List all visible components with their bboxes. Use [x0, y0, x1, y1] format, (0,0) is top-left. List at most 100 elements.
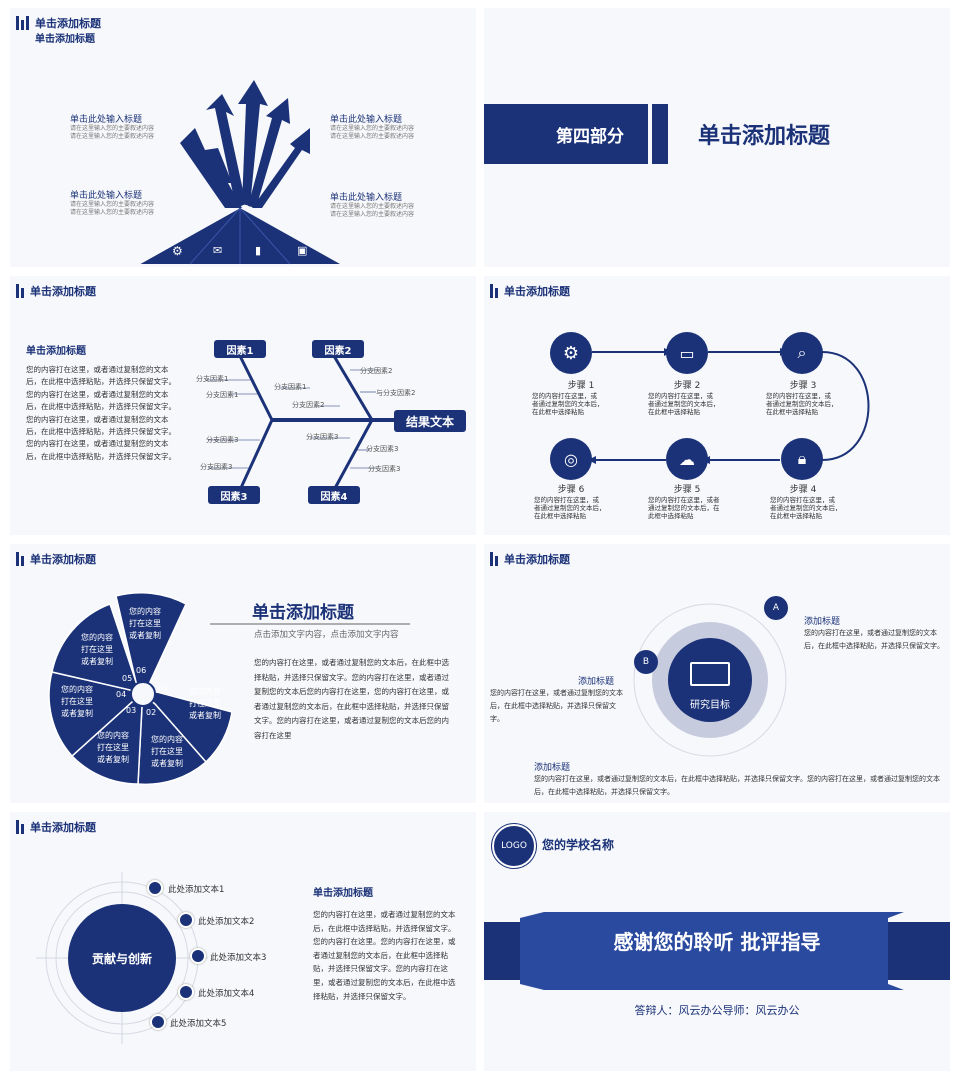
step-label: 步骤 3: [789, 381, 817, 391]
header-title: 单击添加标题: [30, 285, 96, 298]
slide-title: 单击添加标题: [252, 603, 354, 623]
sub-factor: 分支因素2: [360, 367, 393, 375]
segment-num: 03: [126, 706, 137, 715]
slide-4[interactable]: 单击添加标题 ⚙ ▭ ⌕ 🔒︎ ☁ ◎ 步骤 1 您的内容打在这里，或 者通过复…: [484, 276, 950, 535]
section-bar: [484, 104, 648, 164]
sub-factor: 分支因素1: [274, 383, 307, 391]
block-title: 添加标题: [804, 617, 841, 627]
header-bars-icon: [16, 16, 29, 30]
item-dot-icon: [150, 1014, 166, 1030]
step-desc: 您的内容打在这里，或 者通过复制您的文本后， 在此框中选择粘贴: [648, 392, 720, 416]
slide-header: 单击添加标题: [16, 820, 96, 834]
block-title: 添加标题: [534, 763, 571, 773]
slide-header: 单击添加标题: [16, 16, 101, 30]
sub-factor: 分支因素3: [366, 445, 399, 453]
sub-factor: 分支因素3: [206, 436, 239, 444]
header-title: 单击添加标题: [30, 553, 96, 566]
text-item-4: 单击此处输入标题 请在这里输入您的主要叙述内容 请在这里输入您的主要叙述内容: [330, 190, 450, 219]
segment-num: 05: [122, 674, 133, 683]
factor-3: 因素3: [208, 486, 260, 504]
coins-icon: ◎: [550, 438, 592, 480]
slide-7[interactable]: 单击添加标题 贡献与创新 此处添加文本1 此处添加文本2 此处添加文本3 此处添…: [10, 812, 476, 1071]
header-title: 单击添加标题: [504, 553, 570, 566]
list-item: 此处添加文本1: [168, 885, 225, 895]
text-block-a: 添加标题 您的内容打在这里，或者通过复制您的文本后，在此框中选择粘贴，并选择只保…: [804, 614, 944, 653]
slide-header: 单击添加标题: [490, 552, 570, 566]
factor-1: 因素1: [214, 340, 266, 358]
item-desc: 请在这里输入您的主要叙述内容 请在这里输入您的主要叙述内容: [330, 203, 415, 218]
segment-text: 您的内容 打在这里 或者复制: [151, 735, 183, 768]
list-item: 此处添加文本2: [198, 917, 255, 927]
segment-text: 您的内容 打在这里 或者复制: [189, 687, 221, 720]
slide-5[interactable]: 单击添加标题 01 02 03 04 05 06 您的内容 打在这里 或者复制 …: [10, 544, 476, 803]
step-desc: 您的内容打在这里，或 者通过复制您的文本后， 在此框中选择粘贴: [770, 496, 842, 520]
chat-icon: ✉: [213, 244, 223, 257]
right-title: 单击添加标题: [313, 888, 373, 899]
laptop-icon: [690, 662, 730, 686]
header-title: 单击添加标题: [35, 17, 101, 30]
left-body: 您的内容打在这里，或者通过复制您的文本后，在此框中选择粘贴，并选择只保留文字。您…: [26, 365, 176, 461]
school-name: 您的学校名称: [542, 838, 615, 852]
step-label: 步骤 1: [567, 381, 595, 391]
bar-chart-icon: ▮: [255, 244, 262, 257]
slide-header: 单击添加标题: [16, 284, 96, 298]
segment-num: 06: [136, 666, 147, 675]
sub-factor: 分支因素1: [206, 391, 239, 399]
lock-icon: 🔒︎: [781, 438, 823, 480]
slide-header: 单击添加标题: [490, 284, 570, 298]
header-title: 单击添加标题: [504, 285, 570, 298]
segment-ring-chart: [48, 591, 410, 786]
block-text: 您的内容打在这里，或者通过复制您的文本后，在此框中选择粘贴，并选择只保留文字。: [804, 629, 944, 650]
section-accent: [652, 104, 668, 164]
cloud-download-icon: ☁: [666, 438, 708, 480]
item-title: 单击此处输入标题: [330, 115, 403, 125]
slide-8[interactable]: LOGO 您的学校名称 感谢您的聆听 批评指导 答辩人：风云办公导师：风云办公: [484, 812, 950, 1071]
fishbone-diagram: [206, 355, 394, 491]
magnifier-icon: ⌕: [781, 332, 823, 374]
segment-text: 您的内容 打在这里 或者复制: [81, 633, 113, 666]
slide-subtitle: 点击添加文字内容，点击添加文字内容: [254, 630, 399, 640]
target-rings: [633, 603, 787, 757]
slide-1[interactable]: 单击添加标题 单击添加标题 ⚙ ✉ ▮ ▣ 单击此处输入标题 请在这里输入您的主…: [10, 8, 476, 267]
segment-text: 您的内容 打在这里 或者复制: [97, 731, 129, 764]
list-item: 此处添加文本5: [170, 1019, 227, 1029]
step-desc: 您的内容打在这里，或 者通过复制您的文本后， 在此框中选择粘贴: [534, 496, 606, 520]
section-label: 第四部分: [556, 127, 624, 147]
slide-body: 您的内容打在这里，或者通过复制您的文本后，在此框中选择粘贴，并选择只保留文字。您…: [254, 658, 449, 740]
segment-num: 04: [116, 690, 127, 699]
item-dot-icon: [178, 912, 194, 928]
badge-b: B: [634, 650, 658, 674]
item-title: 单击此处输入标题: [70, 115, 143, 125]
slide-2[interactable]: 第四部分 单击添加标题: [484, 8, 950, 267]
text-block-c: 添加标题 您的内容打在这里，或者通过复制您的文本后，在此框中选择粘贴，并选择只保…: [534, 760, 946, 799]
block-text: 您的内容打在这里，或者通过复制您的文本后，在此框中选择粘贴，并选择只保留文字。: [490, 689, 623, 723]
item-desc: 请在这里输入您的主要叙述内容 请在这里输入您的主要叙述内容: [70, 201, 155, 216]
sub-factor: 分支因素1: [196, 375, 229, 383]
sub-factor: 分支因素3: [306, 433, 339, 441]
briefcase-icon: ▣: [297, 244, 308, 257]
item-title: 单击此处输入标题: [70, 191, 143, 201]
sub-factor: 与分支因素2: [376, 389, 416, 397]
sub-factor: 分支因素2: [292, 401, 325, 409]
step-label: 步骤 6: [557, 485, 585, 495]
header-bars-icon: [490, 552, 498, 566]
block-title: 添加标题: [577, 677, 614, 687]
segment-num: 02: [146, 708, 157, 717]
item-desc: 请在这里输入您的主要叙述内容 请在这里输入您的主要叙述内容: [70, 125, 155, 140]
item-title: 单击此处输入标题: [330, 193, 403, 203]
text-item-2: 单击此处输入标题 请在这里输入您的主要叙述内容 请在这里输入您的主要叙述内容: [330, 112, 450, 141]
item-dot-icon: [147, 880, 163, 896]
header-bars-icon: [16, 552, 24, 566]
monitor-chart-icon: ▭: [666, 332, 708, 374]
center-label: 研究目标: [690, 700, 730, 711]
step-label: 步骤 5: [673, 485, 701, 495]
segment-num: 01: [158, 684, 169, 693]
text-item-1: 单击此处输入标题 请在这里输入您的主要叙述内容 请在这里输入您的主要叙述内容: [70, 112, 180, 141]
slide-header: 单击添加标题: [16, 552, 96, 566]
step-label: 步骤 2: [673, 381, 701, 391]
slide-6[interactable]: 单击添加标题 研究目标 A B 添加标题 您的内容打在这里，或者通过复制您的文本…: [484, 544, 950, 803]
slide-3[interactable]: 单击添加标题 单击添加标题 您的内容打在这里，或者通过复制您的文本后，在此框中选…: [10, 276, 476, 535]
thanks-banner: [484, 912, 950, 990]
header-title: 单击添加标题: [30, 821, 96, 834]
left-title: 单击添加标题: [26, 346, 86, 357]
